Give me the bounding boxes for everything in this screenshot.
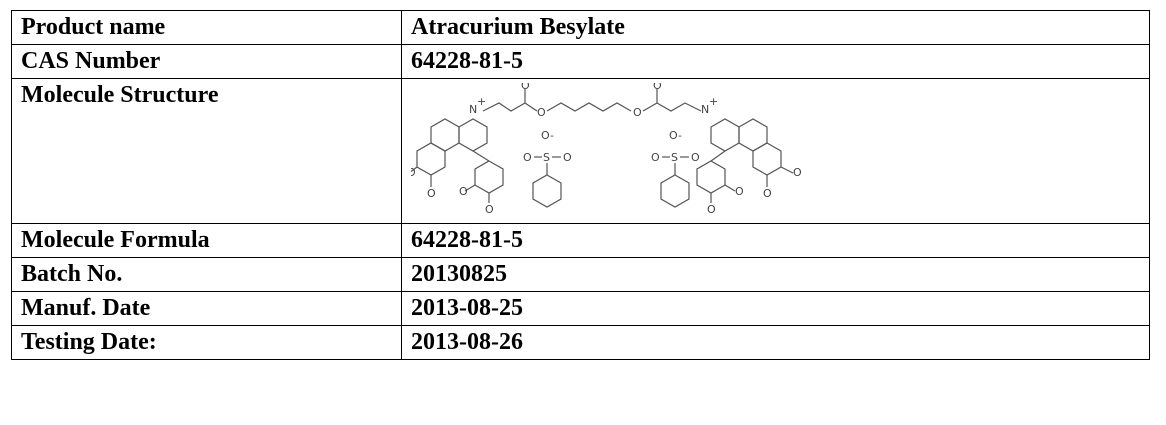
row-label: Product name (11, 10, 402, 45)
atom-label: O (563, 151, 572, 164)
row-value: 20130825 (401, 257, 1150, 292)
row-label: Batch No. (11, 257, 402, 292)
atom-label: O (651, 151, 660, 164)
table-row: Batch No. 20130825 (11, 257, 1150, 292)
atom-label: S (671, 151, 678, 164)
molecule-structure-image: O O N + O O O O N + (411, 83, 802, 216)
atom-label: O (707, 203, 716, 216)
table-row: CAS Number 64228-81-5 (11, 44, 1150, 79)
row-value: 64228-81-5 (401, 44, 1150, 79)
atom-label: O (735, 185, 744, 198)
atom-label: O- (541, 129, 554, 142)
row-label: CAS Number (11, 44, 402, 79)
atom-label: + (709, 95, 718, 108)
table-row: Testing Date: 2013-08-26 (11, 325, 1150, 360)
row-label: Manuf. Date (11, 291, 402, 326)
table-row: Molecule Structure O O N + O O (11, 78, 1150, 224)
atom-label: O (763, 187, 772, 200)
atom-label: O- (669, 129, 682, 142)
row-value: 2013-08-26 (401, 325, 1150, 360)
row-value: Atracurium Besylate (401, 10, 1150, 45)
atom-label: O (411, 166, 416, 179)
row-label: Molecule Structure (11, 78, 402, 224)
atom-label: S (543, 151, 550, 164)
row-label: Molecule Formula (11, 223, 402, 258)
atom-label: O (427, 187, 436, 200)
atom-label: N (469, 103, 477, 116)
atom-label: O (633, 106, 642, 119)
row-value: 64228-81-5 (401, 223, 1150, 258)
atom-label: O (459, 185, 468, 198)
atom-label: O (537, 106, 546, 119)
row-value: 2013-08-25 (401, 291, 1150, 326)
table-row: Manuf. Date 2013-08-25 (11, 291, 1150, 326)
molecule-structure-cell: O O N + O O O O N + (401, 78, 1150, 224)
product-spec-table: Product name Atracurium Besylate CAS Num… (11, 10, 1150, 360)
table-row: Product name Atracurium Besylate (11, 10, 1150, 45)
atom-label: O (523, 151, 532, 164)
atom-label: O (521, 83, 530, 92)
atom-label: O (691, 151, 700, 164)
atom-label: N (701, 103, 709, 116)
atom-label: O (653, 83, 662, 92)
atom-label: + (477, 95, 486, 108)
row-label: Testing Date: (11, 325, 402, 360)
atom-label: O (485, 203, 494, 216)
table-row: Molecule Formula 64228-81-5 (11, 223, 1150, 258)
atom-label: O (793, 166, 802, 179)
